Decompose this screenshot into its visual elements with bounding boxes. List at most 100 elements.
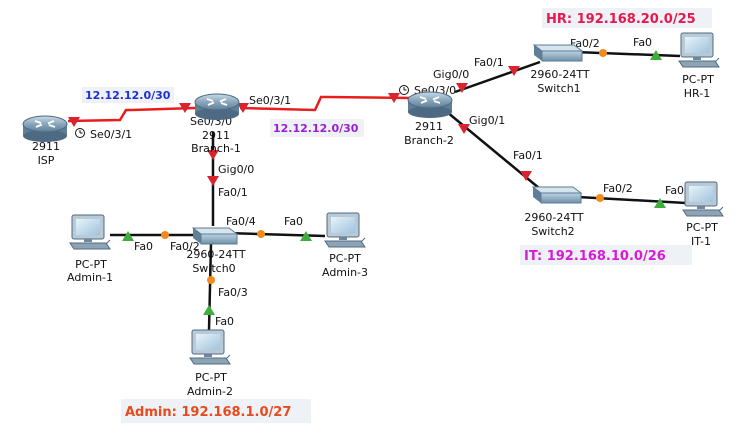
svg-text:HR: 192.168.20.0/25: HR: 192.168.20.0/25: [546, 12, 696, 27]
network-label-isp-serial: 12.12.12.0/30: [82, 87, 174, 103]
link-switch0-admin2[interactable]: [207, 243, 213, 331]
link-up-indicator: [650, 50, 662, 60]
link-down-indicator: [68, 117, 80, 127]
svg-text:2960-24TT: 2960-24TT: [530, 68, 589, 81]
link-pending-indicator: [207, 276, 215, 284]
pc-admin3[interactable]: PC-PT Admin-3: [322, 212, 368, 279]
pc-icon: [678, 32, 720, 68]
link-pending-indicator: [161, 231, 169, 239]
port-label: Fa0/1: [513, 149, 543, 162]
pc-icon: [682, 181, 724, 217]
link-down-indicator: [520, 171, 532, 181]
pc-admin1[interactable]: PC-PT Admin-1: [67, 214, 113, 284]
svg-text:Admin-2: Admin-2: [187, 385, 233, 398]
svg-text:PC-PT: PC-PT: [195, 371, 227, 384]
link-switch2-it1[interactable]: [577, 195, 687, 205]
link-pending-indicator: [257, 230, 265, 238]
svg-text:Branch-1: Branch-1: [191, 142, 241, 155]
svg-text:Switch0: Switch0: [192, 262, 235, 275]
switch-switch0[interactable]: 2960-24TT Switch0: [186, 227, 246, 275]
router-isp[interactable]: 2911 ISP: [22, 115, 68, 167]
router-branch1[interactable]: 2911 Branch-1: [191, 93, 241, 155]
switch-icon: [532, 44, 584, 62]
pc-it1[interactable]: PC-PT IT-1: [682, 181, 724, 248]
svg-text:PC-PT: PC-PT: [75, 258, 107, 271]
link-down-indicator: [458, 124, 470, 134]
port-label: Fa0/2: [570, 37, 600, 50]
link-pending-indicator: [596, 194, 604, 202]
svg-text:Admin-3: Admin-3: [322, 266, 368, 279]
svg-text:2960-24TT: 2960-24TT: [524, 211, 583, 224]
svg-text:PC-PT: PC-PT: [682, 73, 714, 86]
link-down-indicator: [508, 66, 520, 76]
port-label: Fa0/1: [474, 56, 504, 69]
switch-icon: [191, 227, 239, 245]
link-down-indicator: [179, 103, 191, 113]
serial-link-branch1-branch2[interactable]: [239, 95, 413, 112]
clock-icon: [75, 128, 85, 138]
network-label-admin: Admin: 192.168.1.0/27: [121, 399, 311, 423]
network-label-branch-serial: 12.12.12.0/30: [270, 119, 364, 137]
pc-hr1[interactable]: PC-PT HR-1: [678, 32, 720, 100]
port-label: Fa0: [134, 240, 153, 253]
port-label: Fa0/4: [226, 215, 256, 228]
network-label-it: IT: 192.168.10.0/26: [520, 245, 692, 265]
switch-switch2[interactable]: 2960-24TT Switch2: [524, 186, 584, 238]
svg-text:IT-1: IT-1: [691, 235, 711, 248]
link-up-indicator: [122, 231, 134, 241]
port-label: Se0/3/1: [90, 128, 132, 141]
svg-text:Branch-2: Branch-2: [404, 134, 454, 147]
link-down-indicator: [237, 103, 249, 113]
port-label: Fa0: [284, 215, 303, 228]
link-down-indicator: [207, 150, 219, 160]
link-up-indicator: [203, 305, 215, 315]
port-label: Fa0/1: [218, 186, 248, 199]
link-switch0-admin3[interactable]: [225, 231, 326, 238]
svg-text:2960-24TT: 2960-24TT: [186, 248, 245, 261]
network-label-hr: HR: 192.168.20.0/25: [542, 8, 712, 28]
port-label: Fa0: [633, 36, 652, 49]
svg-text:PC-PT: PC-PT: [686, 221, 718, 234]
router-icon: [407, 91, 453, 118]
links: [67, 50, 687, 331]
link-up-indicator: [300, 231, 312, 241]
svg-text:2911: 2911: [202, 129, 230, 142]
router-icon: [194, 93, 240, 120]
link-switch1-hr1[interactable]: [574, 50, 681, 58]
svg-text:IT: 192.168.10.0/26: IT: 192.168.10.0/26: [524, 249, 666, 264]
pc-icon: [324, 212, 366, 248]
port-label: Gig0/0: [433, 68, 469, 81]
port-label: Se0/3/1: [249, 94, 291, 107]
port-label: Fa0/2: [603, 182, 633, 195]
link-branch2-switch1[interactable]: [454, 60, 541, 94]
link-down-indicator: [207, 176, 219, 186]
switch-switch1[interactable]: 2960-24TT Switch1: [530, 44, 590, 95]
port-label: Gig0/1: [469, 114, 505, 127]
svg-text:Switch2: Switch2: [531, 225, 574, 238]
switch-icon: [531, 186, 583, 204]
pc-icon: [189, 329, 231, 365]
router-icon: [22, 115, 68, 142]
link-pending-indicator: [599, 49, 607, 57]
svg-text:12.12.12.0/30: 12.12.12.0/30: [273, 122, 359, 135]
port-label: Gig0/0: [218, 163, 254, 176]
svg-text:Admin: 192.168.1.0/27: Admin: 192.168.1.0/27: [125, 405, 291, 420]
svg-text:PC-PT: PC-PT: [329, 252, 361, 265]
svg-text:ISP: ISP: [38, 154, 55, 167]
svg-text:Admin-1: Admin-1: [67, 271, 113, 284]
pc-icon: [69, 214, 111, 250]
serial-link-isp-branch1[interactable]: [67, 106, 196, 123]
svg-text:Switch1: Switch1: [537, 82, 580, 95]
router-branch2[interactable]: 2911 Branch-2: [404, 91, 454, 147]
svg-text:2911: 2911: [32, 140, 60, 153]
link-down-indicator: [456, 83, 468, 93]
svg-text:2911: 2911: [415, 120, 443, 133]
link-status-indicators: [68, 49, 666, 315]
pc-admin2[interactable]: PC-PT Admin-2: [187, 329, 233, 398]
port-label: Fa0/3: [218, 286, 248, 299]
port-label: Fa0: [215, 315, 234, 328]
clock-icon: [399, 85, 409, 95]
port-label: Fa0/2: [170, 240, 200, 253]
svg-text:12.12.12.0/30: 12.12.12.0/30: [85, 89, 171, 102]
